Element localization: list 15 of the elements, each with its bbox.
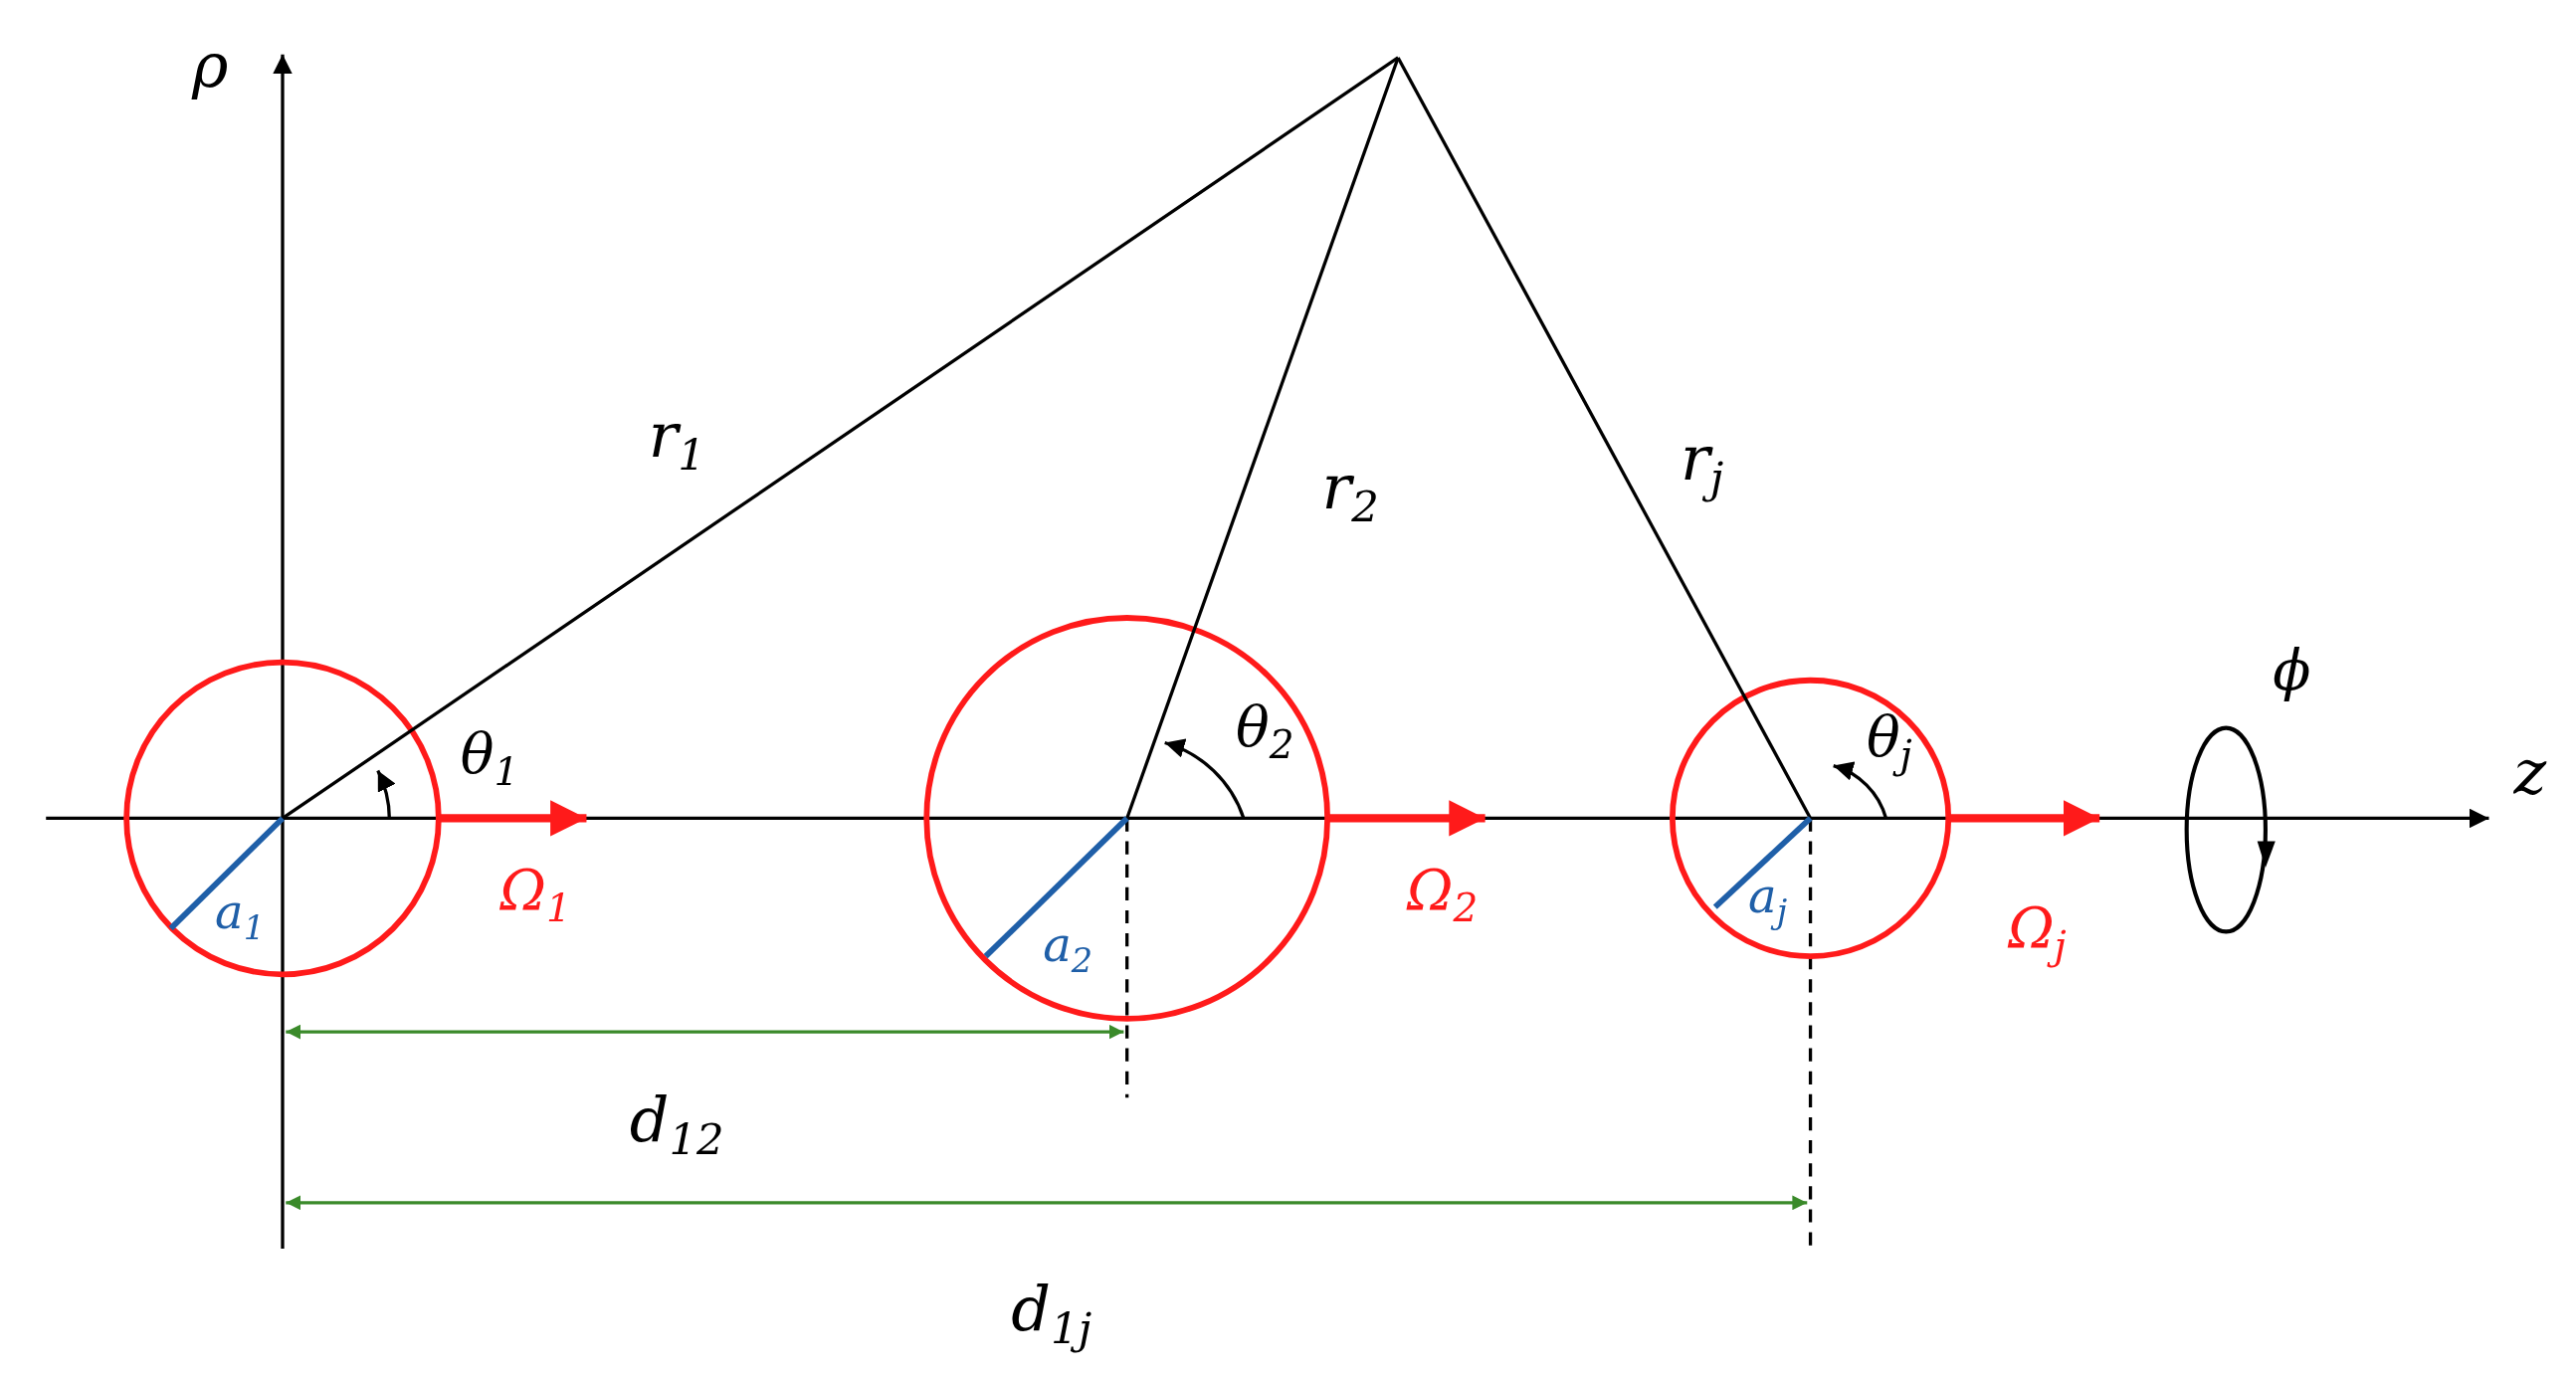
angle-label: θ$_{j}$ [1866,709,1912,775]
angle-label: θ$_{2}$ [1236,699,1294,766]
rotation-label: Ω$_{2}$ [1407,863,1479,928]
distance-label: r$_{2}$ [1321,456,1379,529]
rotation-label: Ω$_{j}$ [2008,900,2067,966]
angle-label: θ$_{1}$ [460,726,519,792]
radius-label: a$_{j}$ [1748,872,1788,929]
distance-label: r$_{1}$ [648,404,705,477]
dimension-label: d$_{1j}$ [1011,1278,1092,1351]
radius-label: a$_{2}$ [1043,920,1093,978]
axis-label: z [2513,741,2547,804]
rotation-label: Ω$_{1}$ [499,863,571,928]
radius-label: a$_{1}$ [215,887,266,945]
dimension-label: d$_{12}$ [629,1088,724,1162]
axis-label: ρ [192,35,229,98]
